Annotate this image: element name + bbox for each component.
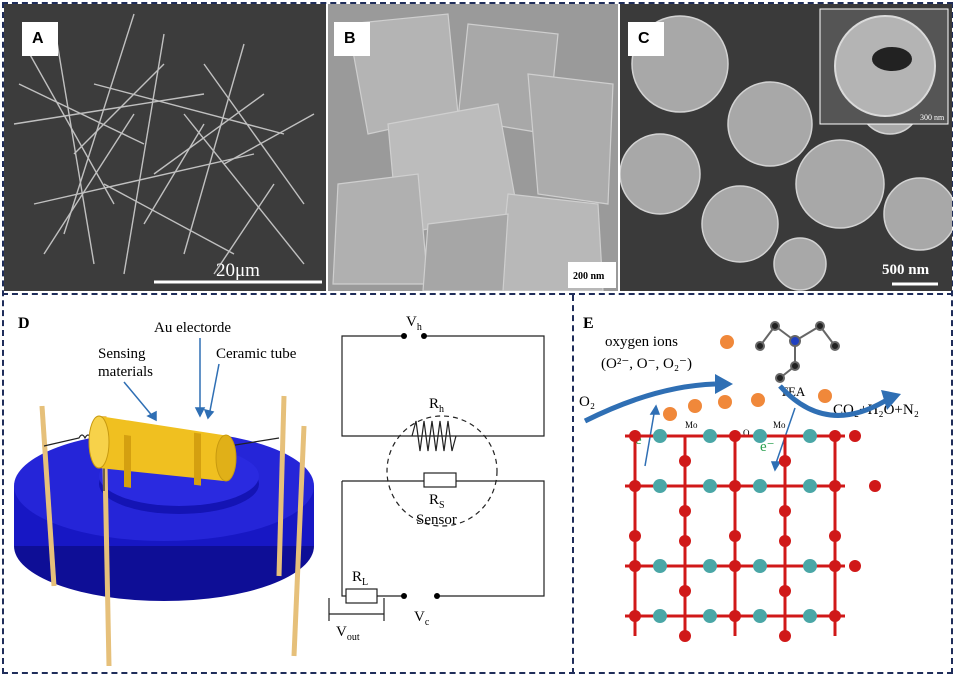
arrow-head-left — [715, 374, 733, 394]
rh-label: Rh — [429, 396, 444, 415]
panel-letter-b: B — [334, 22, 370, 56]
sensing-materials-label-2: materials — [98, 364, 153, 380]
arrow-head-right — [881, 390, 901, 410]
panel-d-diagram: D Au electorde Sensing materials Ceramic… — [14, 314, 545, 667]
ions-formula: (O²⁻, O⁻, O₂⁻) — [601, 356, 692, 372]
vertical-divider — [572, 295, 574, 674]
scale-bar-label: 20μm — [216, 260, 260, 281]
ceramic-tube-label: Ceramic tube — [216, 346, 297, 362]
panel-letter-d: D — [18, 315, 30, 332]
inset-scale-label: 300 nm — [920, 113, 945, 122]
ceramic-tube — [88, 415, 237, 488]
vout-label: Vout — [336, 624, 360, 643]
panel-b-micrograph: 200 nm — [328, 4, 618, 291]
panel-a-micrograph: 20μm — [4, 4, 326, 291]
sensing-materials-label-1: Sensing — [98, 346, 146, 362]
o2-label: O₂ — [579, 394, 595, 410]
electron-label-right: e⁻ — [760, 439, 775, 455]
vc-label: Vc — [414, 609, 430, 628]
tea-molecule — [755, 321, 840, 383]
circuit-terminals — [401, 333, 440, 599]
panel-c-micrograph: 300 nm 500 nm — [620, 4, 952, 291]
circuit — [328, 335, 545, 621]
oxygen-ions — [663, 335, 832, 421]
scale-bar-label: 500 nm — [882, 262, 930, 278]
mo-label-left: Mo — [685, 420, 698, 430]
scale-bar-label: 200 nm — [573, 271, 605, 282]
o-label: O — [743, 428, 750, 438]
panel-letter-a: A — [22, 22, 58, 56]
panel-e-diagram: E oxygen ions (O²⁻, O⁻, O₂⁻) O₂ TEA CO₂+… — [579, 315, 919, 642]
panel-letter-c: C — [628, 22, 664, 56]
reaction-arrows — [583, 381, 887, 424]
mo-label-right: Mo — [773, 420, 786, 430]
panel-letter-e: E — [583, 315, 594, 332]
crystal-lattice — [625, 429, 881, 642]
oxygen-ions-label: oxygen ions — [605, 334, 678, 350]
callout-arrows — [123, 338, 220, 422]
rl-label: RL — [352, 569, 368, 588]
rs-label: RS — [429, 492, 445, 511]
horizontal-divider — [2, 293, 953, 295]
au-electrode-label: Au electorde — [154, 320, 231, 336]
nanoplates — [332, 13, 614, 291]
sensor-label: Sensor — [416, 512, 457, 528]
vh-label: Vh — [406, 314, 422, 333]
nanowires — [13, 13, 315, 275]
